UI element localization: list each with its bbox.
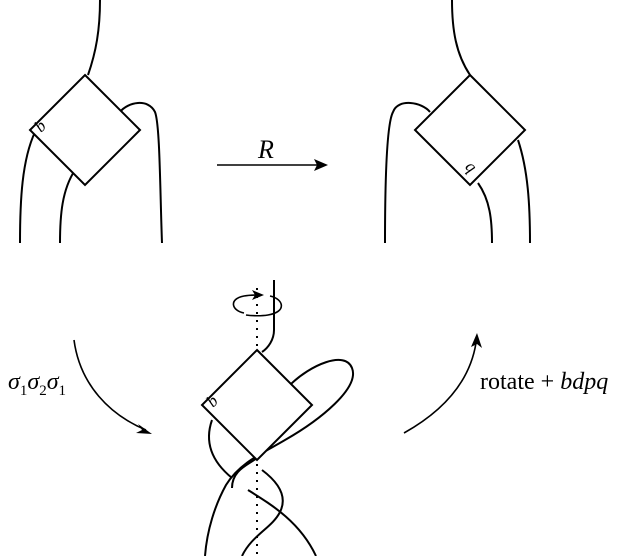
bottom-coupon-box <box>200 348 314 462</box>
rotation-loop-back <box>245 295 283 317</box>
arrow-left-label: σ1σ2σ1 <box>8 369 66 399</box>
arrow-left-sigma-3: σ <box>47 369 60 395</box>
top-right-upper-strand <box>451 0 471 76</box>
bottom-loop-strand <box>204 358 355 556</box>
bottom-left-strand-cont <box>247 489 317 556</box>
top-left-tangle: b <box>19 0 163 244</box>
top-left-coupon-box <box>28 73 142 187</box>
arrow-right-label: rotate + bdpq <box>480 369 608 395</box>
top-right-inner-strand <box>477 182 493 244</box>
top-right-loop-strand <box>384 102 431 244</box>
bottom-left-strand <box>208 419 233 479</box>
arrow-right-head <box>471 333 482 348</box>
rotation-loop-front <box>232 294 259 314</box>
bottom-tangle: b <box>200 280 355 556</box>
arrow-right-curve <box>403 342 477 434</box>
arrow-left-sub-3: 1 <box>59 383 67 399</box>
arrow-left-head <box>136 424 152 434</box>
arrow-left-sigma-1: σ <box>8 369 21 395</box>
top-right-outer-strand <box>517 139 531 244</box>
rotation-loop-head <box>252 290 264 300</box>
arrow-left-sub-1: 1 <box>20 383 28 399</box>
arrow-top: R <box>217 135 328 171</box>
arrow-right: rotate + bdpq <box>403 333 608 434</box>
arrow-left-sigma-2: σ <box>27 369 40 395</box>
bottom-center-strand-cont <box>241 469 284 556</box>
arrow-left: σ1σ2σ1 <box>8 339 152 434</box>
top-left-outer-strand <box>19 131 36 244</box>
top-left-inner-strand <box>59 169 76 244</box>
top-right-coupon-box <box>413 73 527 187</box>
top-left-upper-strand <box>87 0 101 76</box>
bottom-center-strand <box>231 457 258 489</box>
arrow-top-label: R <box>257 135 274 164</box>
arrow-right-op: + <box>541 369 555 395</box>
arrow-right-word: rotate <box>480 369 535 395</box>
arrow-left-curve <box>73 339 147 431</box>
arrow-left-sub-2: 2 <box>39 383 47 399</box>
arrow-right-var: bdpq <box>560 369 608 395</box>
top-left-loop-strand <box>119 102 163 244</box>
bottom-upper-strand <box>261 280 275 353</box>
top-right-tangle: b <box>384 0 531 244</box>
arrow-top-head <box>314 159 328 171</box>
